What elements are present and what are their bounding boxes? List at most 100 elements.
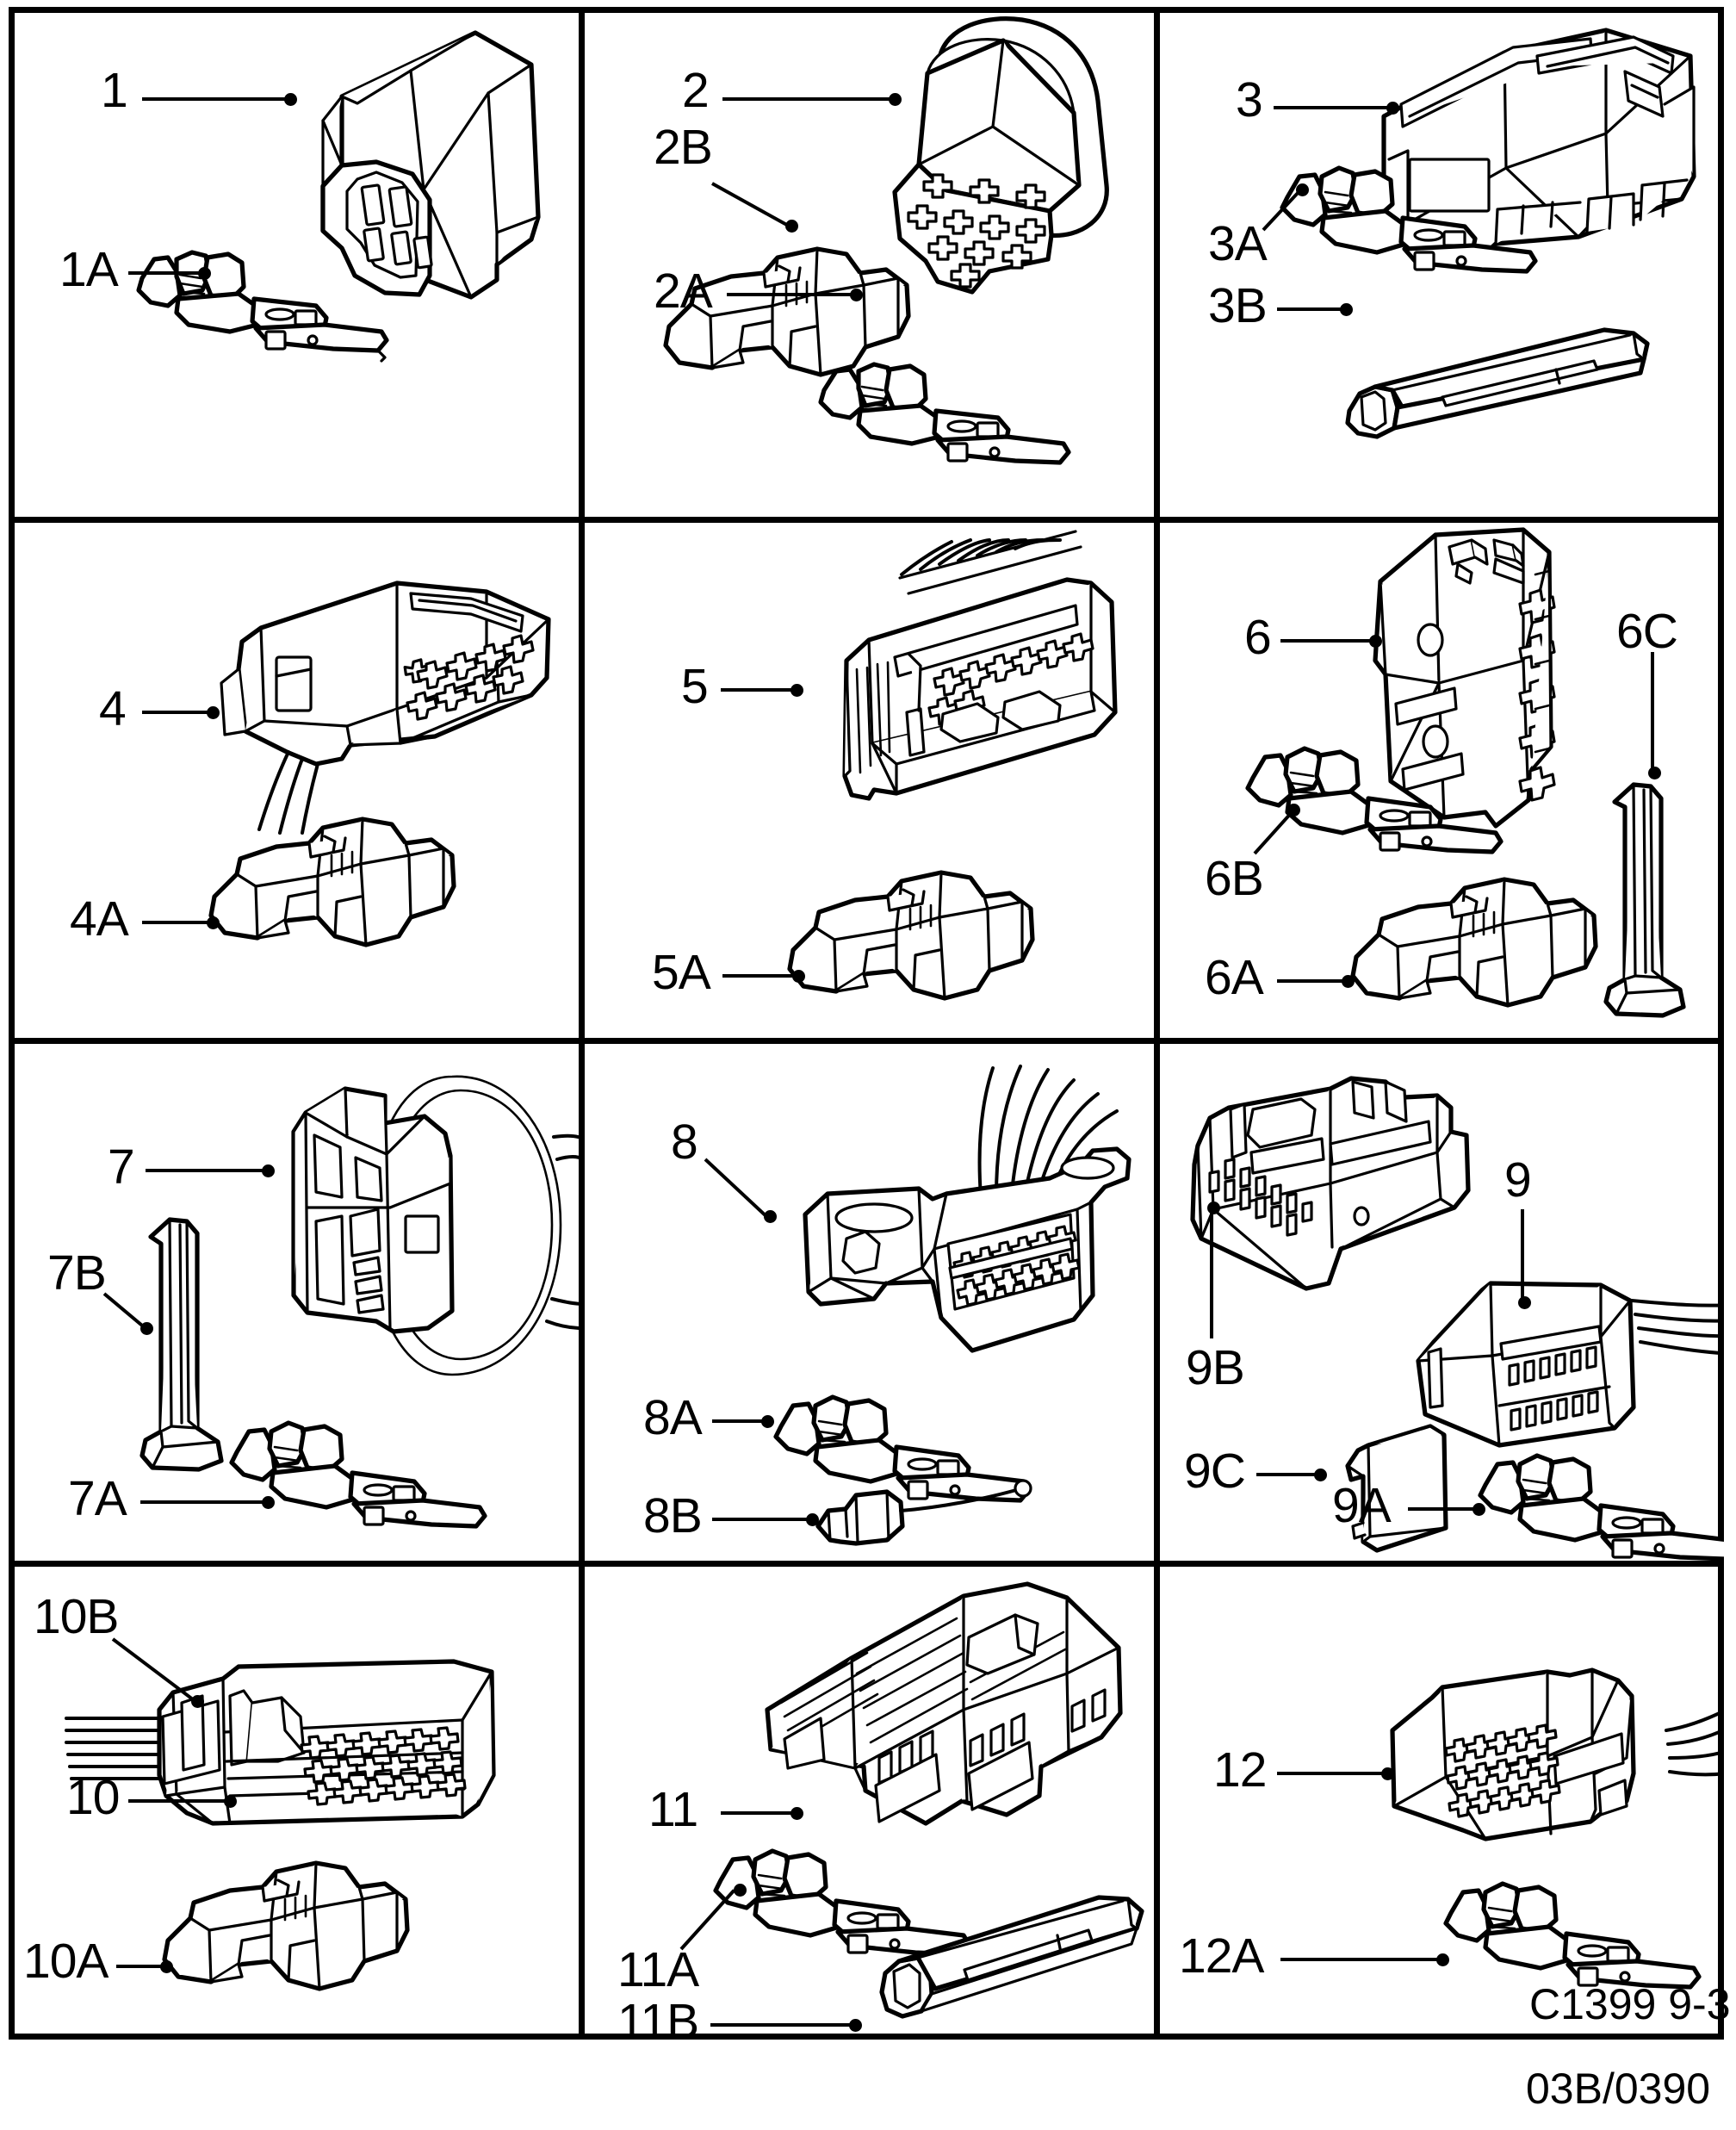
connector-housing-7-art [256,1053,579,1414]
callout-dot-2b [785,220,798,233]
callout-label-4a: 4A [70,891,129,947]
callout-dot-6a [1342,975,1355,988]
callout-leader-8a [712,1419,767,1423]
terminal-12-art [1435,1875,1711,2013]
callout-label-4: 4 [99,681,127,736]
callout-leader-10a [116,1965,166,1968]
retainer-wedge-3-art [1341,321,1685,450]
connector-housing-9-art [1410,1259,1724,1475]
callout-dot-3 [1386,102,1399,115]
grid-vline-2 [1154,7,1160,2040]
panel-8: 8 8A 8B [585,1044,1149,1561]
callout-dot-7 [262,1164,275,1177]
callout-label-2a: 2A [654,264,713,319]
callout-dot-8 [764,1210,777,1223]
callout-dot-6b [1287,804,1300,817]
callout-label-7b: 7B [47,1245,107,1301]
terminal-3-art [1272,159,1547,297]
callout-leader-6 [1280,639,1375,643]
callout-dot-2 [889,93,902,106]
callout-label-3a: 3A [1208,216,1268,271]
callout-dot-12 [1381,1767,1394,1780]
grid-vline-1 [579,7,585,2040]
callout-dot-5a [792,970,805,983]
callout-leader-9c [1256,1473,1320,1476]
callout-label-11: 11 [648,1782,698,1837]
secondary-lock-2-art [660,237,953,401]
callout-leader-2a [727,293,856,296]
cover-plate-9c-art [1324,1406,1479,1561]
callout-label-6: 6 [1244,610,1272,665]
panel-10: 10B 10 10A [15,1567,579,2036]
retainer-wedge-11-art [873,1892,1149,2036]
callout-dot-9 [1518,1296,1531,1309]
callout-label-9b: 9B [1186,1340,1245,1395]
callout-dot-11a [734,1884,747,1897]
connector-housing-12-art [1384,1661,1724,1860]
callout-label-9: 9 [1504,1152,1532,1208]
retainer-wedge-7-art [127,1208,247,1492]
callout-dot-9c [1314,1469,1327,1481]
callout-dot-7b [140,1322,153,1335]
secondary-lock-6-art [1348,867,1640,1031]
connector-housing-5-art [791,540,1144,824]
terminal-7-art [221,1414,497,1552]
callout-label-9a: 9A [1332,1478,1392,1533]
connector-housing-3-art [1375,22,1724,297]
callout-dot-10 [224,1795,237,1808]
callout-label-7a: 7A [68,1471,127,1526]
callout-leader-9a [1408,1507,1479,1511]
callout-leader-5 [721,688,797,692]
callout-leader-6a [1277,979,1348,983]
callout-label-10b: 10B [34,1589,119,1644]
panel-4: 4 4A [15,523,579,1038]
callout-leader-8b [712,1518,812,1521]
callout-leader-4a [142,921,213,924]
callout-leader-3b [1277,307,1346,311]
callout-label-2: 2 [682,63,710,118]
panel-7: 7 7B 7A [15,1044,579,1561]
callout-leader-7a [140,1500,268,1504]
connector-housing-8-art [722,1061,1144,1406]
terminal-1-art [127,245,402,366]
callout-dot-2a [850,289,863,301]
connector-housing-2-art [834,13,1144,332]
callout-dot-7a [262,1496,275,1509]
callout-leader-5a [722,974,798,978]
grid-border [9,7,1724,2040]
grid-hline-3 [9,1561,1724,1567]
retainer-wedge-6-art [1590,773,1702,1022]
callout-label-8a: 8A [643,1390,703,1445]
callout-leader-1 [142,97,290,101]
connector-housing-4-art [213,574,574,833]
release-tool-8-art [804,1475,1045,1561]
callout-label-6b: 6B [1205,851,1264,906]
callout-leader-4 [142,711,213,714]
panel-11: 11 11A 11B [585,1567,1149,2036]
panel-1: 1 1A [15,13,579,517]
callout-dot-11b [849,2019,862,2032]
callout-leader-1a [128,271,204,275]
callout-label-3b: 3B [1208,278,1268,333]
panel-3: 3 3A 3B [1160,13,1724,517]
callout-label-12: 12 [1213,1742,1267,1798]
callout-leader-10 [128,1799,230,1803]
secondary-lock-4-art [206,807,499,971]
callout-label-12a: 12A [1179,1928,1264,1984]
callout-dot-10b [191,1695,204,1708]
connector-housing-1-art [127,17,574,396]
secondary-lock-10-art [159,1851,452,2015]
callout-dot-6 [1369,635,1382,648]
connector-housing-6-art [1365,523,1615,867]
callout-label-5: 5 [681,659,709,714]
connector-housing-9b-art [1177,1070,1522,1328]
callout-label-11a: 11A [617,1942,699,1997]
secondary-lock-5-art [784,860,1077,1024]
callout-label-9c: 9C [1184,1444,1246,1499]
callout-dot-10a [160,1960,173,1973]
callout-leader-2b [711,182,792,229]
callout-dot-3b [1340,303,1353,316]
callout-dot-6c [1648,767,1661,779]
terminal-2-art [809,357,1084,478]
